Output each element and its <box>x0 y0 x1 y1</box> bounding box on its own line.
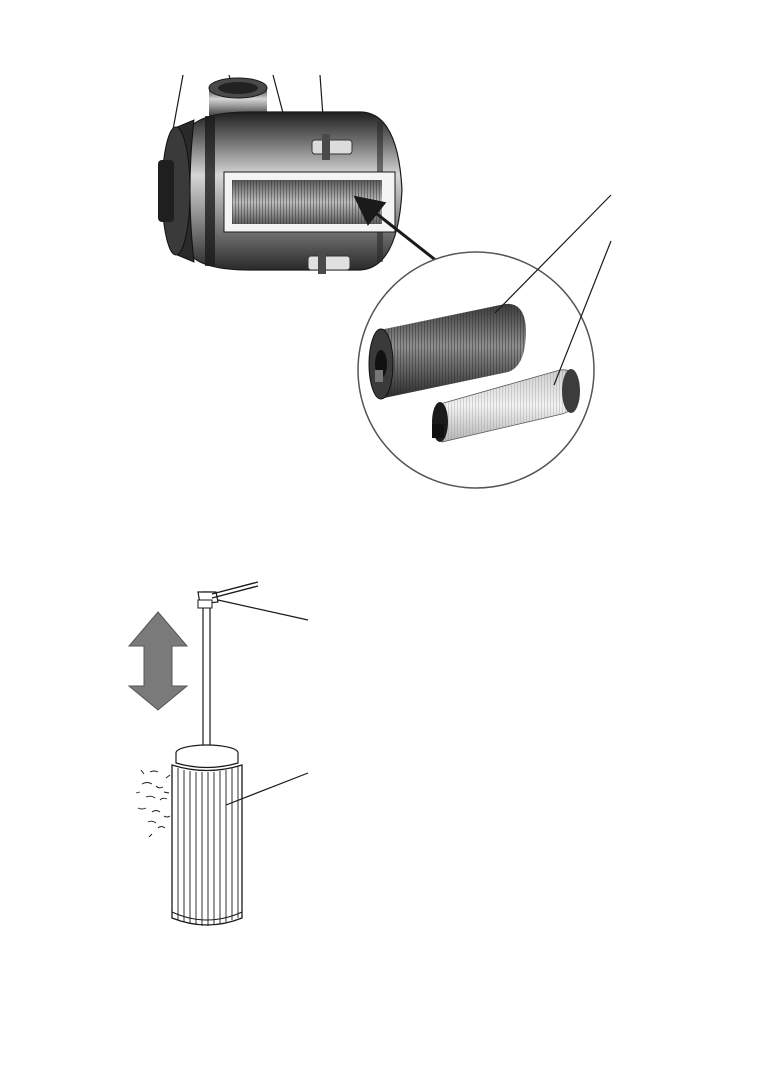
filter-element <box>171 744 243 926</box>
leader-line-inner-element <box>553 240 612 386</box>
compressed-air-nozzle <box>197 581 259 757</box>
dust-particles <box>135 769 171 838</box>
detail-pointer-arrow <box>353 195 439 264</box>
air-filter-housing <box>158 111 403 274</box>
inner-safety-element <box>432 369 580 443</box>
leader-line-filter-element <box>225 772 309 806</box>
leader-line-nozzle <box>217 599 309 621</box>
figure-1-filter-housing <box>158 74 612 489</box>
outer-filter-element <box>368 303 526 400</box>
figure-2-cleaning <box>127 581 309 926</box>
leader-line-outer-element <box>494 194 612 314</box>
housing-clamp-top <box>311 134 353 160</box>
air-outlet-pipe <box>208 77 268 118</box>
housing-clamp-bottom <box>307 252 351 274</box>
up-down-motion-arrow <box>127 611 189 711</box>
detail-magnifier <box>357 194 612 489</box>
